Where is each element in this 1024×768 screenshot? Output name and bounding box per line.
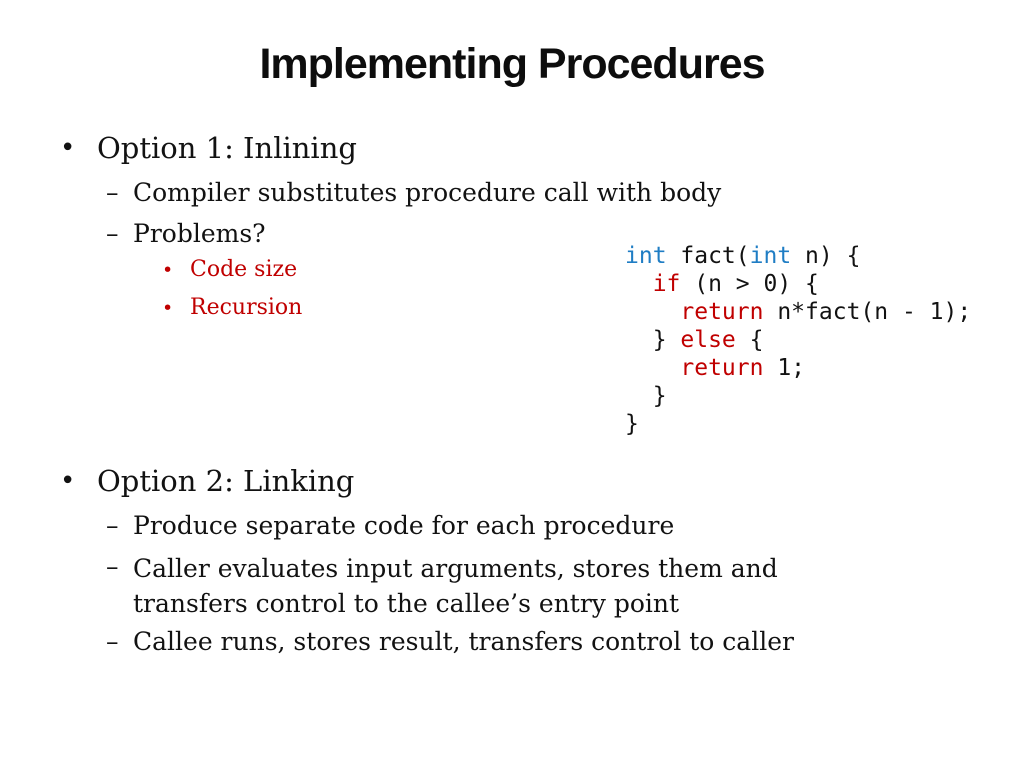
code-token: int bbox=[625, 243, 667, 269]
code-token: 1; bbox=[763, 355, 806, 381]
slide-title: Implementing Procedures bbox=[259, 40, 765, 88]
bullet-icon: • bbox=[60, 133, 76, 163]
code-line: } bbox=[625, 410, 971, 438]
option2-sub-item: Callee runs, stores result, transfers co… bbox=[133, 627, 794, 656]
option1-sub-item: Problems? bbox=[133, 219, 266, 248]
bullet-item-option2: • Option 2: Linking bbox=[60, 463, 354, 499]
code-token: else bbox=[680, 327, 736, 353]
code-line: if (n > 0) { bbox=[625, 270, 971, 298]
bullet-icon: • bbox=[162, 259, 174, 281]
option2-heading: Option 2: Linking bbox=[97, 464, 355, 498]
code-token: n*fact(n - 1); bbox=[763, 299, 972, 325]
bullet-item-problems: – Problems? bbox=[106, 218, 266, 250]
dash-icon: – bbox=[106, 219, 119, 248]
code-token: return bbox=[680, 355, 764, 381]
code-token: } bbox=[625, 411, 639, 437]
code-token: } bbox=[625, 327, 681, 353]
bullet-item-callee: – Callee runs, stores result, transfers … bbox=[106, 626, 794, 658]
bullet-item-compiler: – Compiler substitutes procedure call wi… bbox=[106, 177, 721, 209]
option2-sub-item: Caller evaluates input arguments, stores… bbox=[133, 554, 778, 618]
code-line: } else { bbox=[625, 326, 971, 354]
code-token bbox=[625, 271, 653, 297]
code-token bbox=[625, 355, 680, 381]
code-token: n) { bbox=[791, 243, 861, 269]
dash-icon: – bbox=[106, 627, 119, 656]
code-token: } bbox=[625, 383, 667, 409]
code-line: return n*fact(n - 1); bbox=[625, 298, 971, 326]
dash-icon: – bbox=[106, 511, 119, 540]
code-token: return bbox=[680, 299, 764, 325]
bullet-item-produce: – Produce separate code for each procedu… bbox=[106, 510, 674, 542]
code-token: (n > 0) { bbox=[680, 271, 819, 297]
dash-icon: – bbox=[106, 178, 119, 207]
code-token: int bbox=[749, 243, 792, 269]
bullet-item-code-size: • Code size bbox=[162, 256, 297, 284]
bullet-item-option1: • Option 1: Inlining bbox=[60, 130, 357, 166]
code-line: } bbox=[625, 382, 971, 410]
bullet-icon: • bbox=[162, 297, 174, 319]
option1-heading: Option 1: Inlining bbox=[97, 131, 357, 165]
code-token bbox=[625, 299, 680, 325]
code-line: int fact(int n) { bbox=[625, 242, 971, 270]
bullet-icon: • bbox=[60, 466, 76, 496]
bullet-item-recursion: • Recursion bbox=[162, 294, 302, 322]
option1-sub-item: Compiler substitutes procedure call with… bbox=[133, 178, 722, 207]
code-snippet: int fact(int n) { if (n > 0) { return n*… bbox=[625, 242, 971, 438]
code-line: return 1; bbox=[625, 354, 971, 382]
problem-item: Code size bbox=[190, 257, 298, 282]
option2-sub-item: Produce separate code for each procedure bbox=[133, 511, 675, 540]
problem-item: Recursion bbox=[190, 295, 303, 320]
code-token: if bbox=[652, 271, 681, 297]
bullet-item-caller: – Caller evaluates input arguments, stor… bbox=[106, 551, 863, 621]
code-token: fact( bbox=[666, 243, 750, 269]
code-token: { bbox=[735, 327, 764, 353]
dash-icon: – bbox=[106, 552, 119, 581]
